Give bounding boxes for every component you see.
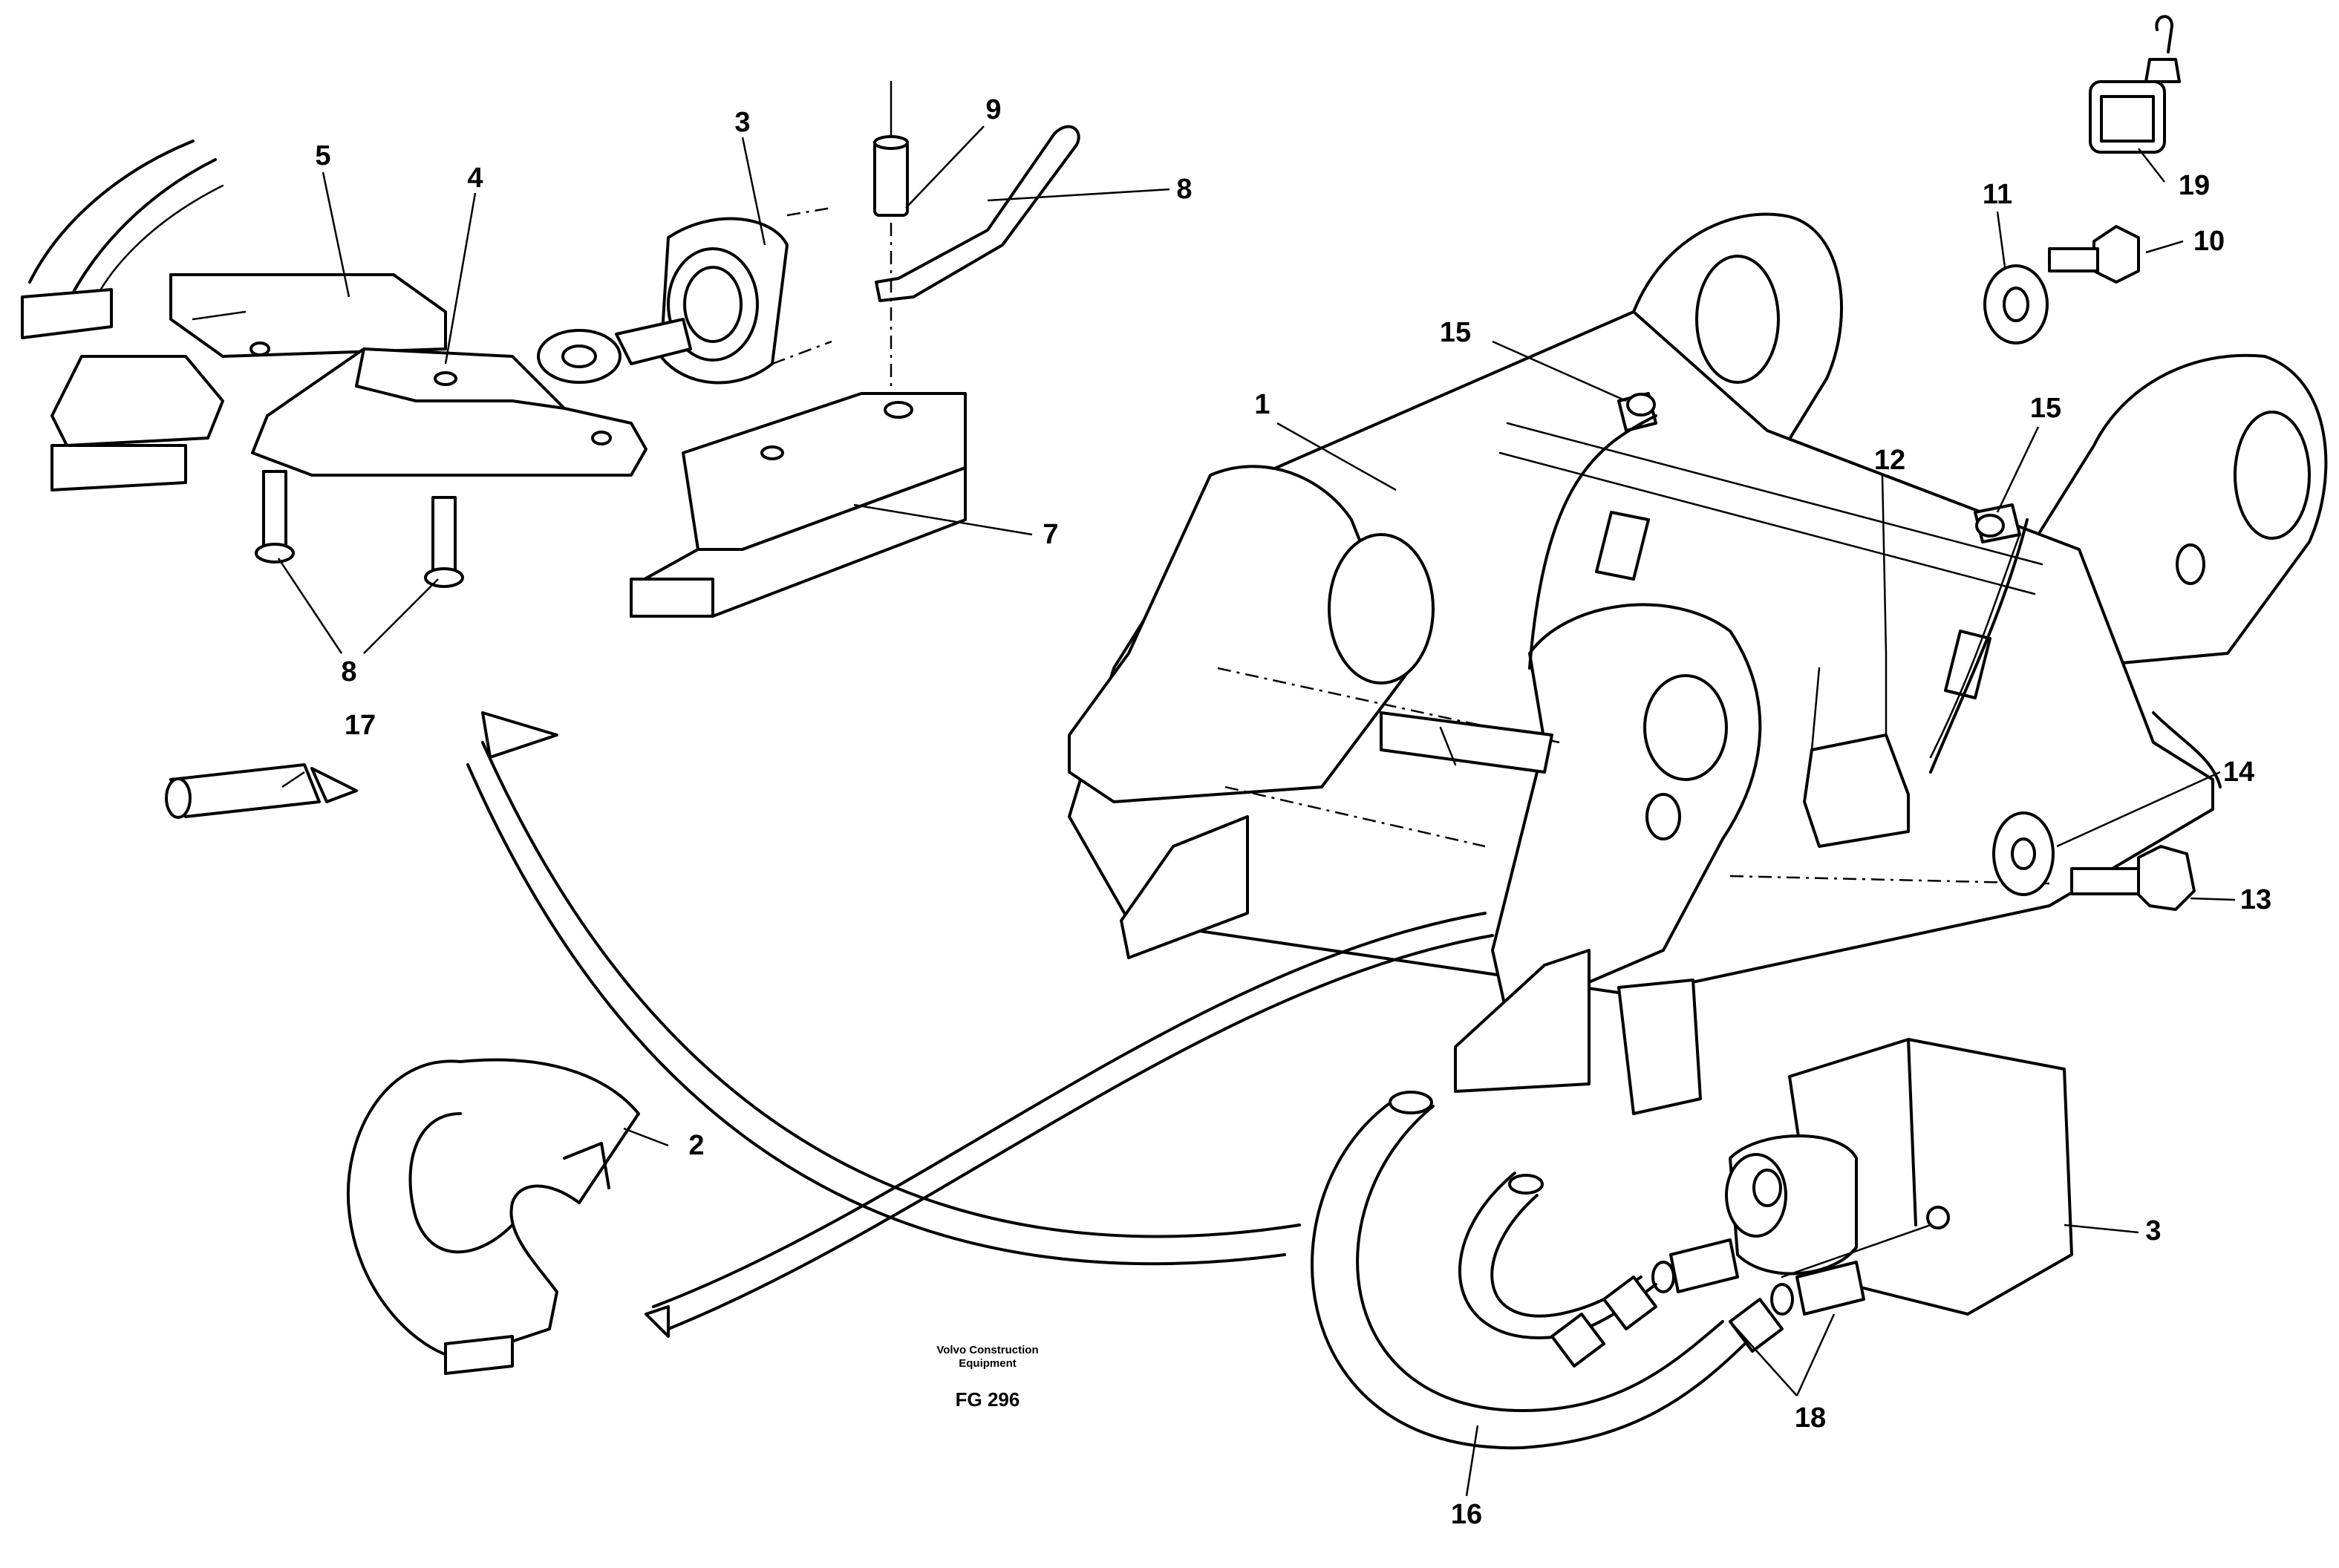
part-3-cylinder-bottom (1725, 1038, 2073, 1316)
part-16-hoses (1311, 1091, 1784, 1450)
part-7-bolts (255, 470, 464, 654)
callout-2: 2 (688, 1130, 705, 1161)
figure-code: FG 296 (955, 1388, 1020, 1411)
callout-12: 12 (1873, 445, 1906, 476)
part-15-fittings (1626, 393, 2005, 538)
callout-16: 16 (1450, 1499, 1483, 1530)
company-name-line2: Equipment (959, 1357, 1017, 1370)
callout-3-top: 3 (734, 107, 751, 138)
assembly-arrows (466, 711, 1494, 1338)
callout-10: 10 (2193, 226, 2225, 257)
part-2-lock-piece (346, 1058, 640, 1375)
leader-lines (281, 125, 2236, 1497)
callout-4: 4 (467, 163, 483, 194)
callout-6: 7 (1043, 519, 1059, 550)
company-name-line1: Volvo Construction (936, 1344, 1039, 1356)
part-13-bolt (2070, 845, 2196, 911)
part-3-cylinder-top (537, 206, 832, 385)
part-10-bolt (2048, 225, 2140, 284)
part-14-washer (1992, 811, 2055, 896)
callout-5: 5 (315, 140, 331, 172)
callout-13: 13 (2239, 884, 2272, 915)
callout-19: 19 (2178, 170, 2211, 201)
part-5-bracket (21, 140, 447, 491)
part-4-lever-plate (249, 342, 647, 477)
callout-18: 17 (344, 710, 376, 741)
callout-9: 9 (985, 94, 1002, 125)
callout-15-left: 15 (1439, 317, 1472, 348)
callout-15-right: 15 (2029, 393, 2062, 424)
part-19-bottle (2089, 15, 2181, 154)
part-17-fittings (1651, 1238, 1865, 1316)
part-6-wedge-block (630, 392, 967, 618)
callout-17: 18 (1794, 1402, 1827, 1434)
part-9-pin (873, 80, 909, 217)
part-11-washer (1983, 264, 2049, 344)
callout-11: 11 (1982, 179, 2013, 210)
callout-8: 8 (1176, 174, 1193, 205)
callout-3-bottom: 3 (2145, 1215, 2162, 1247)
callout-7: 8 (341, 656, 357, 687)
callout-14: 14 (2222, 757, 2255, 788)
part-1-coupler-frame (1068, 212, 2328, 1115)
callout-1: 1 (1254, 389, 1270, 420)
part-8-rod (875, 125, 1080, 401)
part-18-cartridge (165, 763, 358, 819)
